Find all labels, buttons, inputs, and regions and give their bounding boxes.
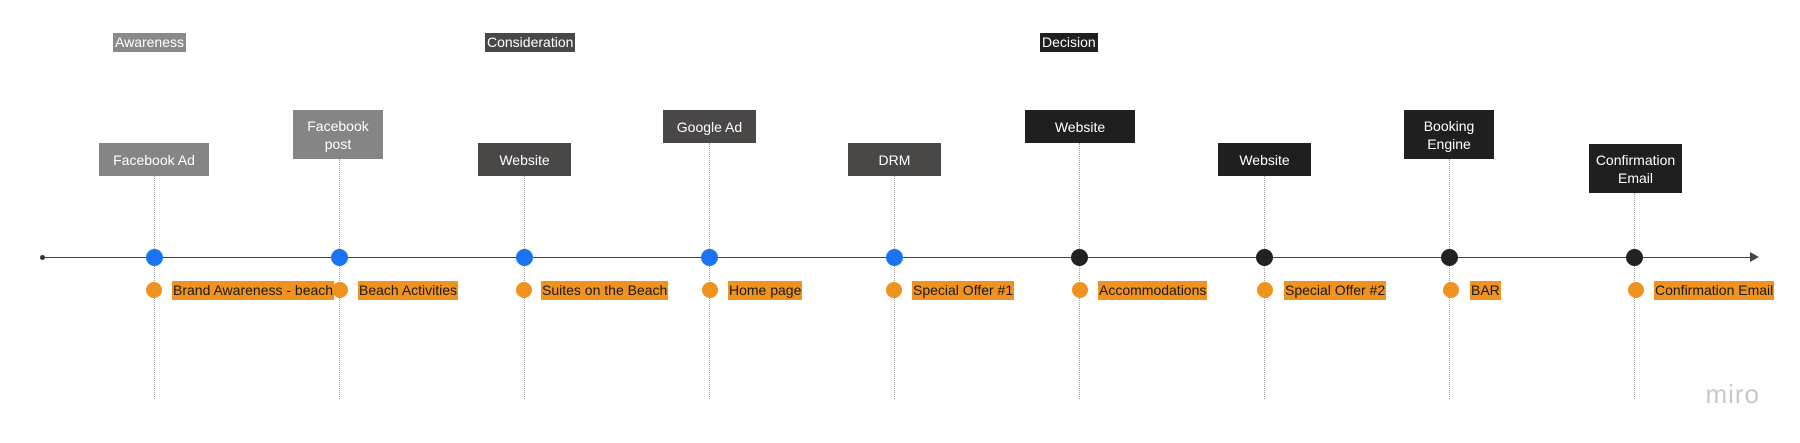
content-tag-beach-activities[interactable]: Beach Activities	[358, 281, 459, 300]
channel-card-website-2[interactable]: Website	[1025, 110, 1135, 143]
timeline-node-6[interactable]	[1071, 249, 1088, 266]
content-dot-5	[886, 282, 902, 298]
content-dot-9	[1628, 282, 1644, 298]
timeline-node-1[interactable]	[146, 249, 163, 266]
stage-label-awareness: Awareness	[113, 33, 187, 52]
timeline-node-2[interactable]	[331, 249, 348, 266]
timeline-node-3[interactable]	[516, 249, 533, 266]
content-dot-8	[1443, 282, 1459, 298]
timeline-node-9[interactable]	[1626, 249, 1643, 266]
timeline-node-7[interactable]	[1256, 249, 1273, 266]
content-tag-suites-on-the-beach[interactable]: Suites on the Beach	[541, 281, 669, 300]
content-tag-confirmation-email[interactable]: Confirmation Email	[1654, 281, 1775, 300]
timeline-node-5[interactable]	[886, 249, 903, 266]
channel-card-booking-engine[interactable]: Booking Engine	[1404, 110, 1494, 159]
guide-line-8	[1449, 159, 1450, 399]
content-dot-6	[1072, 282, 1088, 298]
content-tag-home-page[interactable]: Home page	[728, 281, 803, 300]
timeline-arrow-icon	[1750, 252, 1759, 262]
content-dot-2	[332, 282, 348, 298]
channel-card-drm[interactable]: DRM	[848, 143, 941, 176]
content-dot-1	[146, 282, 162, 298]
stage-label-consideration: Consideration	[485, 33, 576, 52]
guide-line-6	[1079, 143, 1080, 399]
channel-card-facebook-ad[interactable]: Facebook Ad	[99, 143, 209, 176]
timeline-start-dot	[40, 255, 45, 260]
timeline-node-4[interactable]	[701, 249, 718, 266]
miro-logo: miro	[1705, 379, 1760, 409]
content-tag-special-offer-1[interactable]: Special Offer #1	[912, 281, 1015, 300]
content-dot-7	[1257, 282, 1273, 298]
stage-label-decision: Decision	[1040, 33, 1098, 52]
content-tag-accommodations[interactable]: Accommodations	[1098, 281, 1208, 300]
content-tag-brand-awareness[interactable]: Brand Awareness - beach	[172, 281, 335, 300]
content-tag-bar[interactable]: BAR	[1470, 281, 1501, 300]
content-dot-3	[516, 282, 532, 298]
channel-card-google-ad[interactable]: Google Ad	[663, 110, 756, 143]
content-tag-special-offer-2[interactable]: Special Offer #2	[1284, 281, 1387, 300]
content-dot-4	[702, 282, 718, 298]
guide-line-4	[709, 143, 710, 399]
channel-card-website-1[interactable]: Website	[478, 143, 571, 176]
guide-line-2	[339, 159, 340, 399]
channel-card-facebook-post[interactable]: Facebook post	[293, 110, 383, 159]
channel-card-website-3[interactable]: Website	[1218, 143, 1311, 176]
timeline-node-8[interactable]	[1441, 249, 1458, 266]
channel-card-confirmation-email[interactable]: Confirmation Email	[1589, 144, 1682, 193]
